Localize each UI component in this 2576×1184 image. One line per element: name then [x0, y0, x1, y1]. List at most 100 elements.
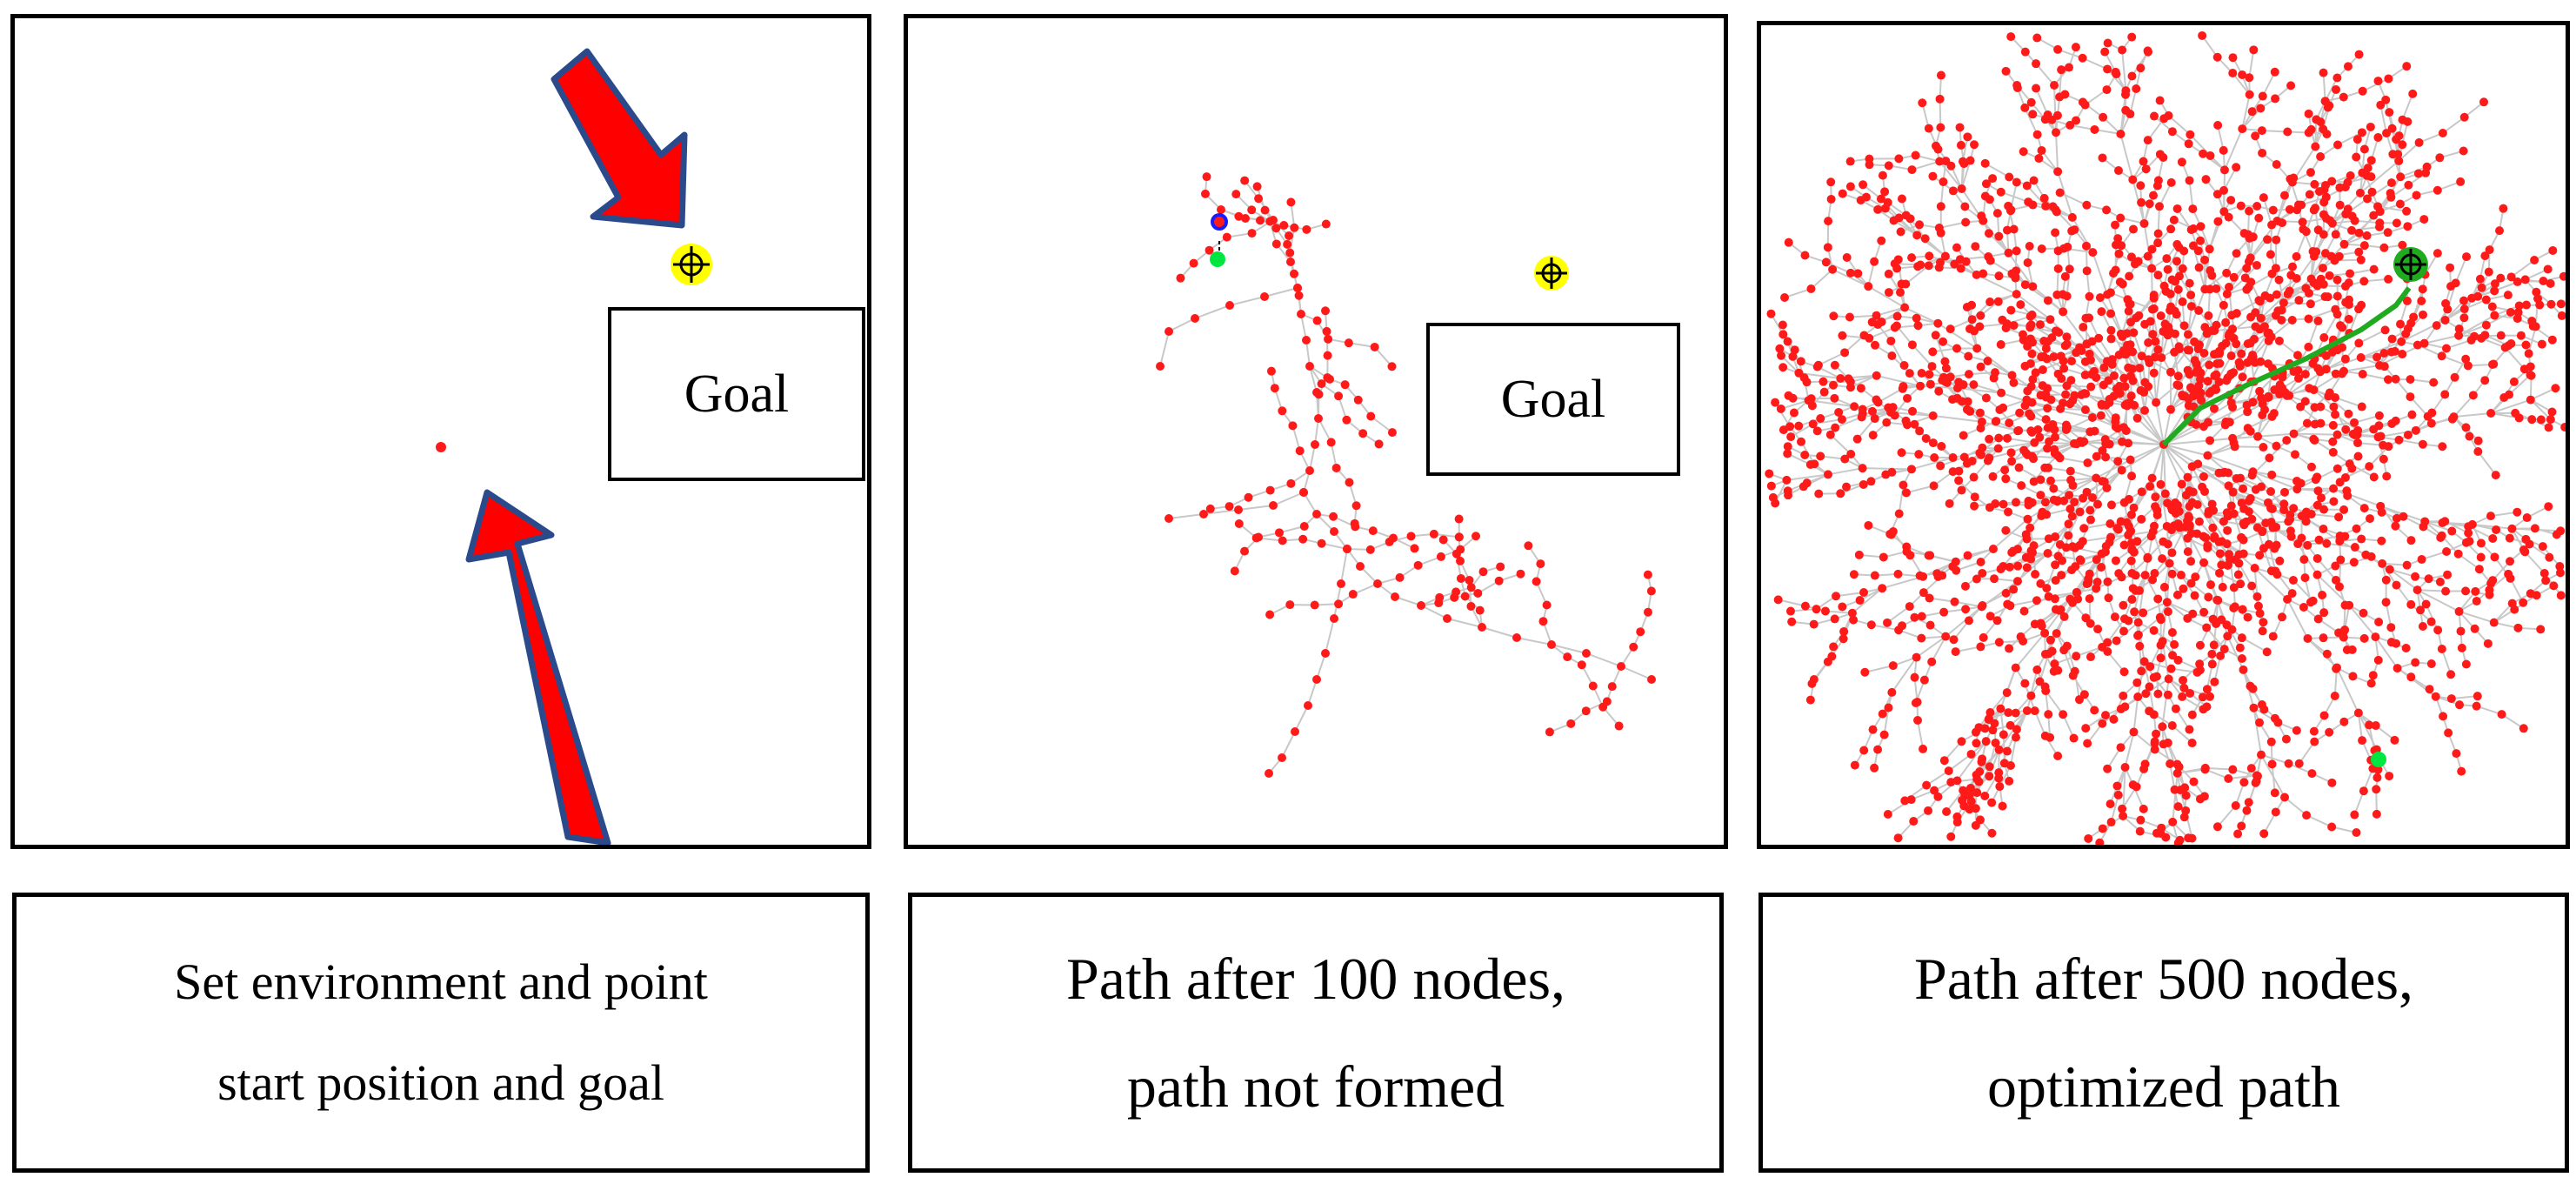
tree-node — [2312, 553, 2322, 563]
tree-node — [1826, 177, 1836, 187]
tree-node — [2123, 295, 2132, 304]
tree-node — [1314, 390, 1324, 399]
tree-node — [1930, 452, 1939, 462]
tree-edge — [1954, 600, 1982, 608]
tree-node — [2367, 187, 2377, 197]
tree-node — [2359, 277, 2369, 286]
tree-node — [1883, 809, 1892, 819]
tree-node — [2275, 556, 2285, 565]
tree-node — [1766, 481, 1776, 491]
tree-node — [2206, 580, 2215, 590]
tree-edge — [2059, 70, 2063, 97]
tree-node — [2418, 310, 2427, 319]
tree-node — [2041, 415, 2051, 425]
tree-node — [2345, 600, 2354, 610]
tree-node — [2505, 533, 2514, 543]
tree-node — [1784, 391, 1793, 400]
tree-node — [1353, 395, 1363, 405]
caption-line-2: start position and goal — [217, 1054, 664, 1111]
tree-edge — [2257, 432, 2294, 438]
tree-node — [1972, 270, 1981, 279]
tree-node — [1872, 311, 1881, 320]
tree-node — [2522, 513, 2532, 523]
tree-node — [2222, 268, 2232, 278]
tree-node — [1780, 293, 1790, 303]
tree-node — [2463, 361, 2473, 371]
tree-node — [2304, 314, 2313, 324]
tree-node — [2169, 215, 2179, 224]
tree-edge — [2358, 712, 2378, 751]
tree-node — [2335, 532, 2345, 541]
tree-node — [2028, 375, 2038, 385]
tree-node — [1910, 419, 1919, 429]
tree-node — [2386, 192, 2396, 202]
tree-node — [2222, 508, 2232, 518]
tree-node — [2143, 251, 2152, 261]
tree-edge — [2062, 311, 2088, 345]
tree-node — [2264, 539, 2273, 549]
tree-node — [2137, 487, 2146, 497]
tree-node — [1413, 560, 1423, 570]
tree-node — [1607, 682, 1617, 692]
tree-edge — [2155, 384, 2179, 404]
tree-node — [2247, 471, 2257, 480]
tree-node — [2541, 576, 2551, 585]
tree-edge — [2094, 128, 2121, 136]
tree-node — [2485, 245, 2494, 255]
tree-node — [2164, 110, 2173, 120]
tree-node — [1964, 370, 1973, 379]
tree-node — [1952, 818, 1962, 827]
tree-node — [1936, 461, 1945, 471]
tree-node — [2166, 759, 2175, 768]
tree-edge — [1939, 160, 1963, 190]
tree-node — [1920, 234, 1930, 244]
tree-edge — [2017, 552, 2049, 582]
tree-node — [2187, 710, 2197, 719]
tree-node — [2158, 722, 2167, 732]
tree-node — [1985, 708, 1995, 718]
tree-node — [2090, 124, 2099, 134]
tree-edge — [2524, 551, 2546, 574]
tree-node — [1901, 211, 1911, 220]
tree-node — [2366, 679, 2376, 688]
tree-node — [2062, 641, 2072, 651]
tree-node — [2097, 307, 2106, 317]
tree-node — [2360, 169, 2370, 178]
tree-edge — [2163, 444, 2166, 494]
tree-node — [1901, 488, 1911, 498]
tree-node — [2224, 283, 2233, 292]
tree-node — [2352, 152, 2361, 162]
tree-node — [2296, 478, 2306, 488]
tree-node — [2331, 369, 2340, 378]
tree-node — [2559, 271, 2566, 281]
tree-node — [1796, 357, 1805, 366]
tree-node — [2289, 504, 2299, 513]
tree-node — [2391, 521, 2400, 531]
tree-node — [2085, 349, 2094, 358]
tree-edge — [2241, 94, 2251, 130]
tree-node — [2044, 710, 2053, 719]
tree-node — [2204, 311, 2213, 320]
tree-node — [2053, 44, 2063, 54]
tree-node — [1963, 132, 1972, 142]
tree-node — [2194, 517, 2204, 526]
tree-node — [1765, 469, 1774, 478]
tree-edge — [2217, 805, 2237, 827]
tree-node — [2319, 633, 2328, 643]
tree-node — [1524, 541, 1533, 551]
tree-edge — [2163, 444, 2183, 485]
tree-node — [2357, 402, 2366, 411]
tree-node — [2346, 269, 2355, 278]
tree-node — [1563, 652, 1572, 662]
tree-node — [1991, 738, 2000, 747]
tree-node — [2223, 632, 2232, 641]
tree-node — [1948, 186, 1958, 196]
tree-node — [2088, 492, 2098, 502]
tree-node — [2325, 727, 2334, 737]
tree-node — [2165, 559, 2174, 568]
tree-node — [2103, 646, 2112, 656]
tree-edge — [1850, 374, 1878, 389]
tree-node — [2153, 271, 2163, 280]
tree-node — [1302, 336, 1311, 344]
tree-node — [2332, 291, 2342, 301]
